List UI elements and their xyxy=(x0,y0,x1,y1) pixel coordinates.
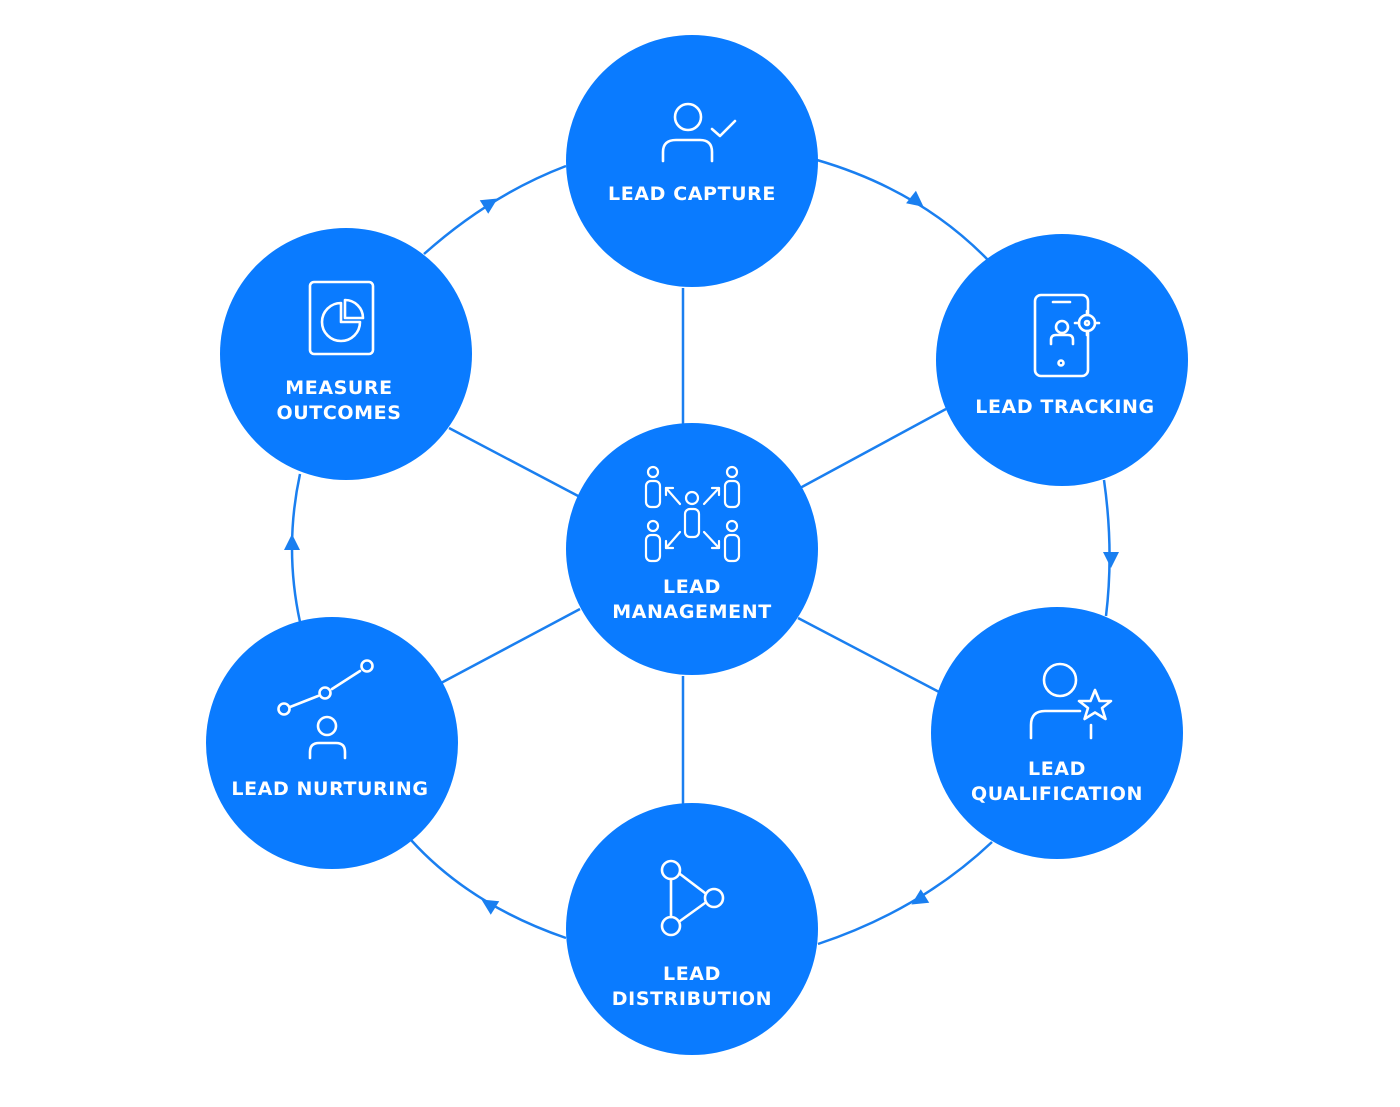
arc-qualification-distribution xyxy=(817,841,993,946)
label-center-line2: MANAGEMENT xyxy=(612,601,772,623)
arc-distribution-nurturing xyxy=(410,839,567,940)
flow-arrows xyxy=(284,190,1119,915)
label-measure-line2: OUTCOMES xyxy=(276,402,402,424)
spoke-tracking xyxy=(799,407,947,490)
label-measure-line1: MEASURE xyxy=(285,377,393,399)
people-network-icon xyxy=(644,465,741,563)
label-qualification-line1: LEAD xyxy=(1028,758,1086,780)
arc-tracking-qualification xyxy=(1102,479,1111,617)
arrow-nurturing-measure xyxy=(284,534,300,550)
spokes xyxy=(440,288,947,804)
node-qualification xyxy=(931,607,1183,859)
arrow-qualification-distribution xyxy=(911,889,930,905)
user-check-icon xyxy=(661,102,737,163)
arrow-capture-tracking xyxy=(906,190,924,207)
spoke-nurturing xyxy=(440,607,581,685)
label-nurturing-line1: LEAD NURTURING xyxy=(231,778,429,800)
label-tracking: LEAD TRACKING xyxy=(955,395,1175,420)
node-capture xyxy=(566,35,818,287)
user-growth-icon xyxy=(277,659,374,760)
label-distribution-line2: DISTRIBUTION xyxy=(611,988,773,1010)
arrow-distribution-nurturing xyxy=(481,899,500,915)
network-triangle-icon xyxy=(660,859,725,937)
label-distribution: LEAD DISTRIBUTION xyxy=(582,962,802,1012)
label-nurturing: LEAD NURTURING xyxy=(220,777,440,802)
node-center xyxy=(566,423,818,675)
label-tracking-line1: LEAD TRACKING xyxy=(975,396,1155,418)
label-capture: LEAD CAPTURE xyxy=(582,182,802,207)
spoke-measure xyxy=(448,426,581,499)
spoke-qualification xyxy=(797,616,942,695)
report-pie-icon xyxy=(308,280,375,356)
label-center-line1: LEAD xyxy=(663,576,721,598)
label-distribution-line1: LEAD xyxy=(663,963,721,985)
label-capture-line1: LEAD CAPTURE xyxy=(608,183,776,205)
phone-target-icon xyxy=(1033,293,1101,378)
label-center: LEAD MANAGEMENT xyxy=(582,575,802,625)
label-measure: MEASURE OUTCOMES xyxy=(229,376,449,426)
user-star-icon xyxy=(1029,662,1113,740)
arrow-measure-capture xyxy=(479,198,498,214)
label-qualification-line2: QUALIFICATION xyxy=(971,783,1143,805)
nodes xyxy=(206,35,1188,1055)
node-distribution xyxy=(566,803,818,1055)
arrow-tracking-qualification xyxy=(1103,552,1119,568)
label-qualification: LEAD QUALIFICATION xyxy=(947,757,1167,807)
arc-measure-capture xyxy=(423,164,567,255)
arc-capture-tracking xyxy=(816,158,989,261)
